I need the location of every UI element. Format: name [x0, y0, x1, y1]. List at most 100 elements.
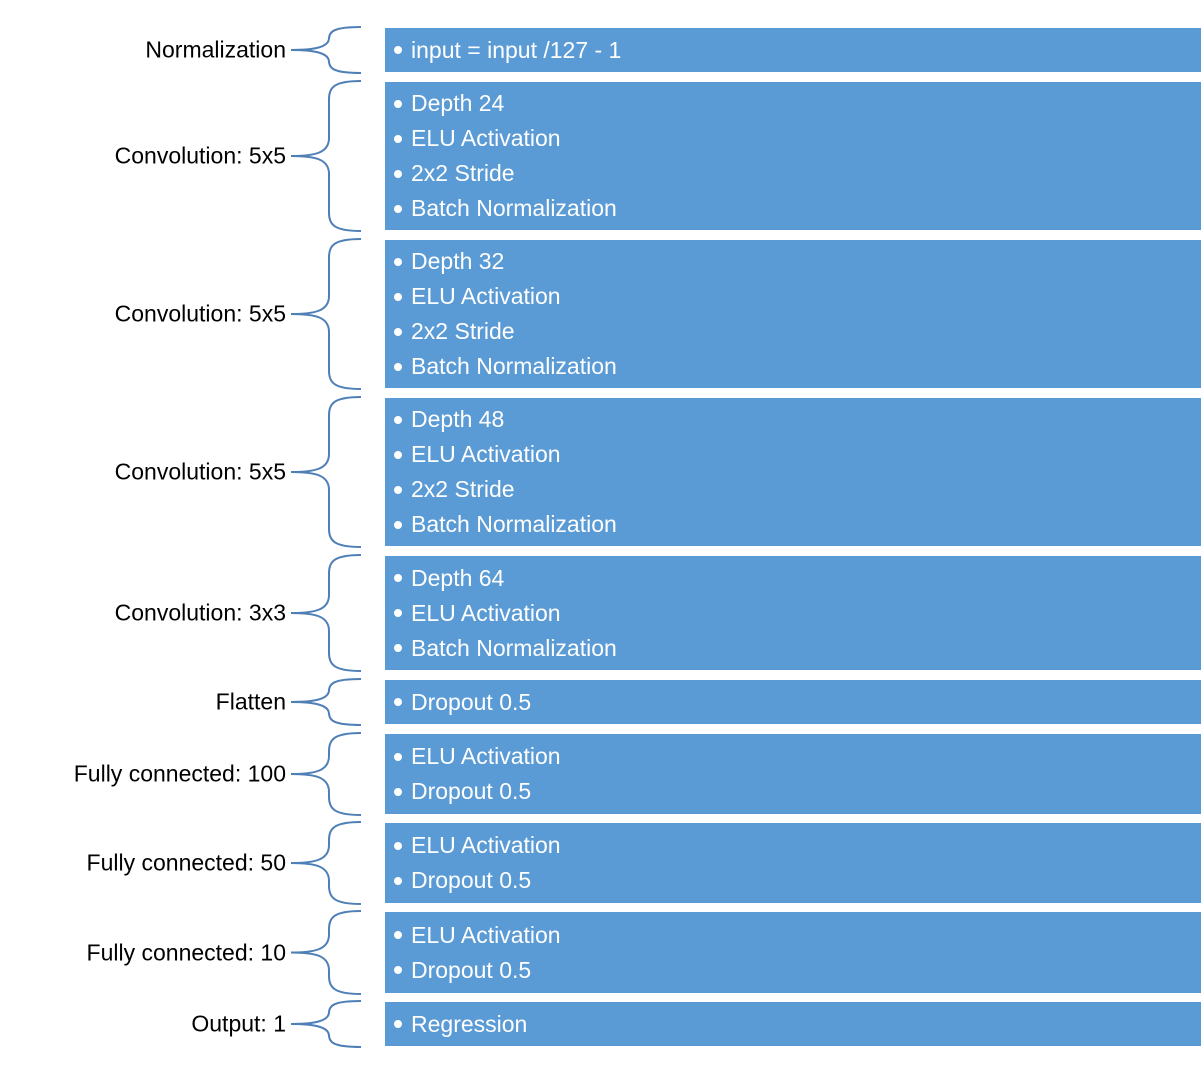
bullet-text: Depth 48	[411, 406, 505, 432]
bullet-item: 2x2 Stride	[394, 314, 515, 349]
curly-brace-icon	[290, 678, 362, 726]
bullet-text: Regression	[411, 1010, 528, 1037]
bullet-text: ELU Activation	[411, 921, 561, 948]
bullet-text: Dropout 0.5	[411, 778, 532, 804]
bullet-text: ELU Activation	[411, 283, 561, 309]
curly-brace-icon	[290, 26, 362, 74]
bullet-icon	[394, 292, 402, 301]
bullet-icon	[394, 841, 402, 850]
brace-path	[290, 554, 362, 672]
bullet-item: ELU Activation	[394, 596, 561, 631]
layer-label: Convolution: 5x5	[114, 458, 286, 485]
bullet-text: Depth 32	[411, 248, 505, 274]
bullet-icon	[394, 204, 402, 213]
bullet-text: ELU Activation	[411, 125, 561, 151]
layer-label: Convolution: 3x3	[114, 599, 286, 626]
bullet-icon	[394, 698, 402, 706]
brace-path	[290, 732, 362, 816]
brace-path	[290, 238, 362, 390]
bullet-item: Batch Normalization	[394, 349, 617, 384]
bullet-icon	[394, 362, 402, 371]
bullet-item: ELU Activation	[394, 739, 561, 774]
bullet-icon	[394, 134, 402, 143]
bullet-text: input = input /127 - 1	[411, 36, 622, 63]
bullet-item: 2x2 Stride	[394, 156, 515, 191]
bullet-item: ELU Activation	[394, 918, 561, 953]
curly-brace-icon	[290, 910, 362, 995]
bullet-text: Dropout 0.5	[411, 867, 532, 893]
brace-path	[290, 1000, 362, 1048]
bullet-item: Batch Normalization	[394, 631, 617, 666]
bullet-item: Batch Normalization	[394, 191, 617, 226]
bullet-text: 2x2 Stride	[411, 318, 515, 344]
bullet-item: ELU Activation	[394, 279, 561, 314]
curly-brace-icon	[290, 732, 362, 816]
bullet-icon	[394, 485, 402, 494]
bullet-item: Depth 24	[394, 86, 504, 121]
layer-label: Convolution: 5x5	[114, 300, 286, 327]
bullet-icon	[394, 327, 402, 336]
brace-path	[290, 910, 362, 995]
bullet-icon	[394, 1020, 402, 1028]
curly-brace-icon	[290, 1000, 362, 1048]
bullet-text: Batch Normalization	[411, 195, 617, 221]
bullet-item: ELU Activation	[394, 121, 561, 156]
bullet-item: Dropout 0.5	[394, 863, 531, 898]
bullet-text: 2x2 Stride	[411, 160, 515, 186]
layer-label: Flatten	[215, 688, 286, 715]
layer-label: Convolution: 5x5	[114, 142, 286, 169]
bullet-text: Batch Normalization	[411, 634, 617, 661]
bullet-item: Regression	[394, 1007, 527, 1042]
layer-label: Fully connected: 10	[86, 939, 286, 965]
bullet-item: 2x2 Stride	[394, 472, 515, 507]
bullet-icon	[394, 46, 402, 54]
bullet-item: ELU Activation	[394, 828, 561, 863]
layer-label: Fully connected: 50	[86, 849, 286, 876]
bullet-item: Dropout 0.5	[394, 685, 531, 720]
bullet-icon	[394, 415, 402, 424]
bullet-text: Dropout 0.5	[411, 688, 532, 715]
bullet-icon	[394, 787, 402, 796]
curly-brace-icon	[290, 396, 362, 548]
layer-row: Normalization input = input /127 - 1	[0, 26, 1204, 74]
brace-path	[290, 678, 362, 726]
bullet-item: Depth 32	[394, 244, 504, 279]
layer-box: Regression	[385, 1002, 1201, 1046]
bullet-item: Dropout 0.5	[394, 953, 531, 988]
brace-path	[290, 80, 362, 232]
bullet-item: input = input /127 - 1	[394, 33, 621, 68]
layer-label: Fully connected: 100	[73, 760, 286, 787]
bullet-item: ELU Activation	[394, 437, 561, 472]
bullet-icon	[394, 574, 402, 582]
brace-path	[290, 396, 362, 548]
layer-label: Normalization	[145, 36, 286, 63]
layer-box: Dropout 0.5	[385, 680, 1201, 724]
bullet-icon	[394, 966, 402, 974]
layer-row: Flatten Dropout 0.5	[0, 678, 1204, 726]
curly-brace-icon	[290, 80, 362, 232]
layer-row: Convolution: 5x5 Depth 32 ELU Activation 2x…	[0, 238, 1204, 390]
bullet-icon	[394, 450, 402, 459]
bullet-item: Batch Normalization	[394, 507, 617, 542]
layer-row: Output: 1 Regression	[0, 1000, 1204, 1048]
bullet-icon	[394, 257, 402, 266]
layer-label: Output: 1	[191, 1010, 286, 1037]
bullet-text: Depth 24	[411, 90, 505, 116]
bullet-text: Batch Normalization	[411, 353, 617, 379]
brace-path	[290, 821, 362, 905]
bullet-icon	[394, 99, 402, 108]
bullet-icon	[394, 609, 402, 617]
bullet-icon	[394, 876, 402, 885]
bullet-text: ELU Activation	[411, 599, 561, 626]
bullet-text: Depth 64	[411, 564, 505, 591]
